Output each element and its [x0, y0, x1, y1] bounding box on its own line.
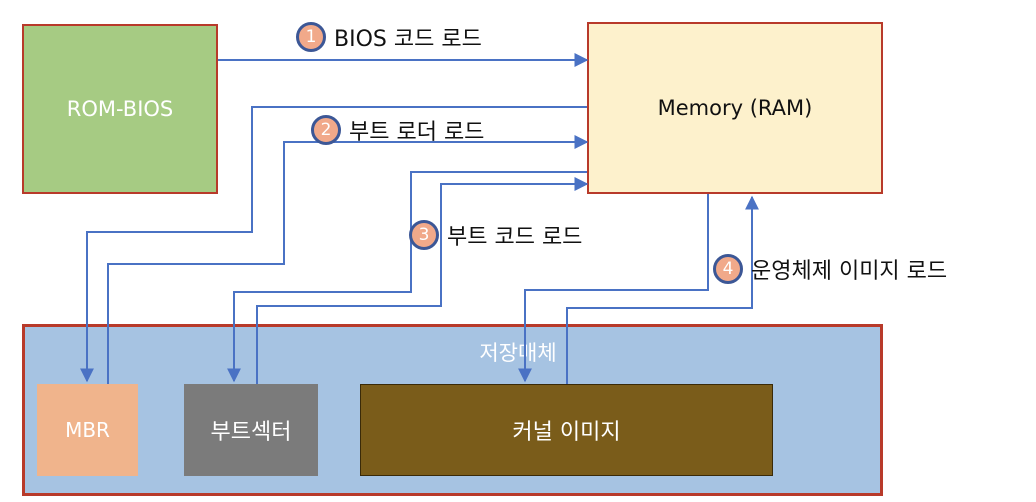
- boot-sector-box: 부트섹터: [184, 384, 318, 476]
- step-4: 4 운영체제 이미지 로드: [713, 253, 947, 285]
- step-1-number-badge: 1: [296, 22, 326, 52]
- step-3-label: 부트 코드 로드: [447, 225, 583, 250]
- arrow-memory-to-mbr: [80, 106, 587, 383]
- step-2-number-badge: 2: [311, 115, 341, 145]
- arrow-boot-sector-to-memory: [256, 177, 589, 384]
- arrow-memory-to-boot-sector: [227, 171, 587, 383]
- storage-label: 저장매체: [479, 341, 557, 365]
- boot-sector-label: 부트섹터: [210, 420, 292, 445]
- arrow-kernel-to-memory: [566, 195, 759, 384]
- arrow-memory-to-kernel: [518, 194, 709, 383]
- arrow-mbr-to-memory: [107, 135, 589, 384]
- step-4-number-badge: 4: [713, 254, 743, 284]
- step-3-number-badge: 3: [409, 220, 439, 250]
- rom-bios-label: ROM-BIOS: [66, 97, 174, 121]
- step-3: 3 부트 코드 로드: [409, 219, 582, 251]
- step-2: 2 부트 로더 로드: [311, 114, 484, 146]
- mbr-box: MBR: [37, 384, 138, 476]
- memory-label: Memory (RAM): [657, 96, 813, 120]
- step-1-label: BIOS 코드 로드: [334, 27, 482, 52]
- step-1: 1 BIOS 코드 로드: [296, 21, 482, 53]
- step-2-label: 부트 로더 로드: [349, 120, 485, 145]
- memory-box: Memory (RAM): [587, 22, 883, 194]
- kernel-image-label: 커널 이미지: [512, 420, 621, 445]
- rom-bios-box: ROM-BIOS: [22, 24, 218, 194]
- kernel-image-box: 커널 이미지: [360, 384, 773, 476]
- step-4-label: 운영체제 이미지 로드: [751, 259, 948, 284]
- mbr-label: MBR: [65, 418, 110, 442]
